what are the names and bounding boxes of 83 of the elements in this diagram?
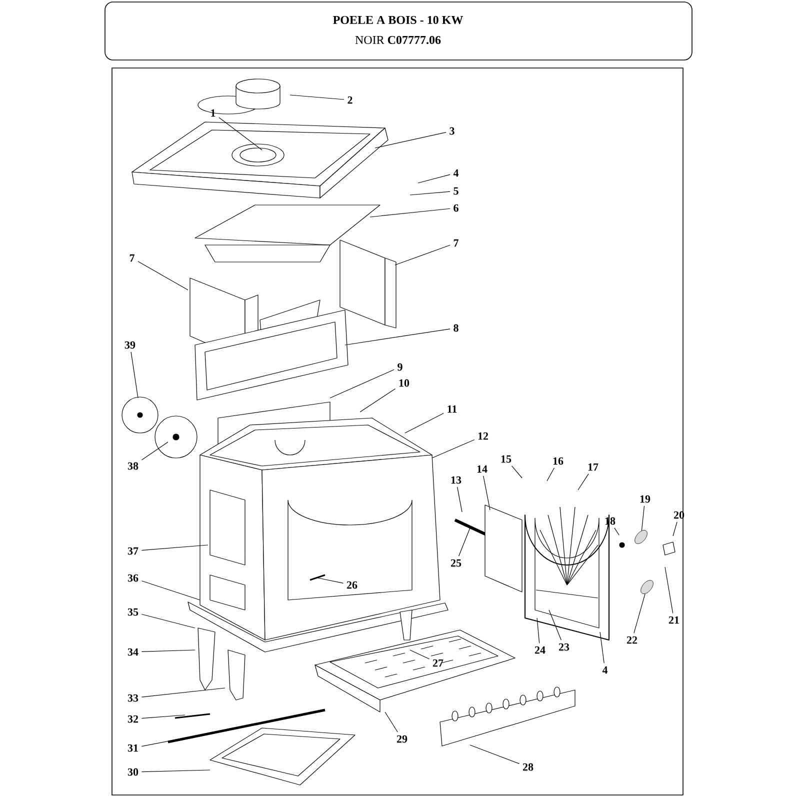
callout-number: 37 [128,547,138,555]
callout-number: 8 [454,324,458,332]
callout-number: 38 [128,462,138,470]
callout-number: 25 [450,559,462,567]
leader-line [458,528,470,556]
leader-line [138,261,188,290]
callout-number: 28 [522,763,534,771]
leader-line [394,244,450,266]
leader-line [470,744,520,764]
leader-line [457,486,462,512]
leader-line [141,650,196,652]
callout-number: 19 [640,495,650,503]
leader-line [512,466,522,478]
callout-number: 13 [451,476,462,484]
leader-line [318,578,344,584]
leader-line [141,544,208,551]
callout-number: 27 [432,659,444,667]
callout-number: 15 [501,455,512,463]
leader-line [432,439,475,458]
leader-line [141,770,210,772]
callout-number: 39 [124,341,136,349]
leader-line [410,650,430,660]
callout-number: 23 [558,643,570,651]
leader-line [141,614,196,628]
leader-line [536,618,540,644]
leader-line [384,712,398,732]
callout-number: 9 [398,363,402,371]
callout-number: 35 [128,608,138,616]
callout-number: 33 [128,694,138,702]
leader-line [600,632,604,664]
leader-line [141,714,186,719]
leader-line [641,506,645,531]
leader-line [634,594,646,634]
leader-line [141,734,200,747]
callout-number: 14 [477,465,488,473]
callout-number: 21 [668,616,679,624]
leader-line [330,369,394,398]
callout-number: 32 [128,715,138,723]
part-drawing [640,580,654,594]
callout-number: 12 [478,432,488,440]
callout-number: 2 [348,96,352,104]
leader-line [418,174,450,184]
leader-line [672,522,678,536]
callout-number: 5 [454,187,458,195]
leader-line [141,580,200,600]
leader-line [344,328,450,346]
callout-number: 30 [128,768,138,776]
callout-number: 24 [534,646,546,654]
callout-number: 16 [553,457,564,465]
callout-number: 7 [130,254,134,262]
callout-number: 4 [453,169,459,177]
leader-line [130,352,138,398]
leader-line [360,388,396,412]
callout-number: 29 [396,735,408,743]
leader-line [290,94,344,100]
callout-number: 10 [399,379,410,387]
leader-line [483,476,490,510]
callout-number: 4 [602,666,608,674]
leader-line [410,191,450,196]
callout-number: 6 [454,204,458,212]
callout-number: 11 [448,405,457,413]
leader-line [578,474,589,490]
leader-line [548,610,562,640]
leader-line [141,442,168,460]
callout-number: 31 [128,744,138,752]
leader-line [546,468,555,482]
title: POELE A BOIS - 10 KW [333,16,463,24]
leader-line [664,566,674,614]
callout-number: 3 [450,127,454,135]
leader-line [141,688,226,698]
callout-number: 36 [128,574,138,582]
leader-line [370,208,450,218]
reference-code: NOIR C07777.06 [355,36,441,44]
part-drawing [634,530,648,544]
leader-line [614,528,620,536]
callout-number: 26 [346,581,358,589]
leader-line [404,413,444,434]
callout-number: 7 [454,239,458,247]
callout-number: 17 [588,463,598,471]
callout-number: 34 [128,648,138,656]
leader-line [374,132,446,148]
leader-line [218,117,262,150]
callout-number: 22 [626,636,638,644]
